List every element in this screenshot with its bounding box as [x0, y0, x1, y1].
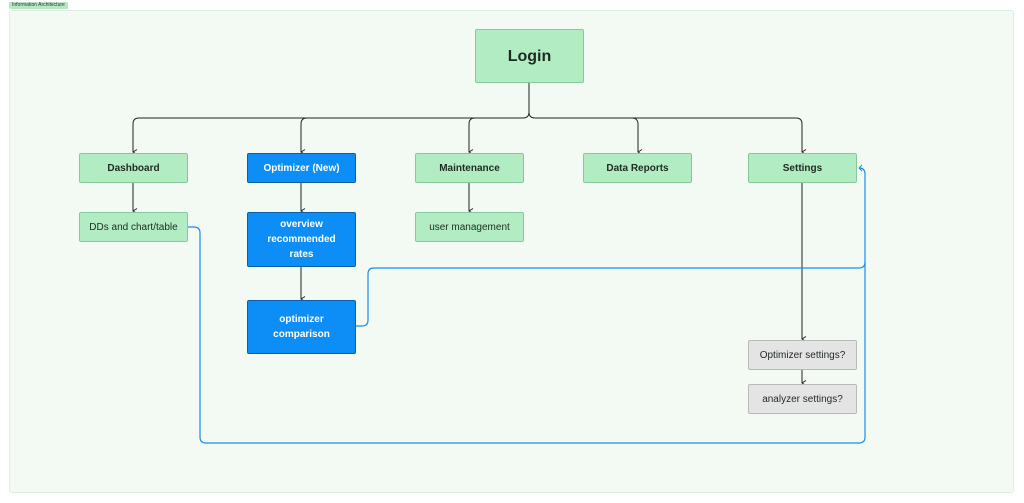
login-node[interactable]: Login [475, 29, 584, 83]
connector-to-optimizer [300, 117, 308, 152]
connector-to-dashboard [132, 117, 523, 152]
dashboard-child-node[interactable]: DDs and chart/table [79, 212, 188, 242]
maintenance-child-node[interactable]: user management [415, 212, 524, 242]
connector-to-maintenance [468, 117, 476, 152]
maintenance-node[interactable]: Maintenance [415, 153, 524, 183]
connector-to-data-reports [631, 117, 638, 152]
dashboard-node[interactable]: Dashboard [79, 153, 188, 183]
data-reports-node[interactable]: Data Reports [583, 153, 692, 183]
settings-node[interactable]: Settings [748, 153, 857, 183]
link-comparison-to-settings [356, 164, 866, 327]
connector-right-branch [528, 111, 802, 152]
connector-login-trunk [522, 83, 530, 119]
optimizer-node[interactable]: Optimizer (New) [247, 153, 356, 183]
frame-label: Information Architecture [9, 2, 68, 9]
analyzer-settings-node[interactable]: analyzer settings? [748, 384, 857, 414]
link-dashboard-to-settings [188, 226, 866, 444]
optimizer-overview-node[interactable]: overview recommended rates [247, 212, 356, 267]
optimizer-comparison-node[interactable]: optimizer comparison [247, 300, 356, 354]
optimizer-settings-node[interactable]: Optimizer settings? [748, 340, 857, 370]
